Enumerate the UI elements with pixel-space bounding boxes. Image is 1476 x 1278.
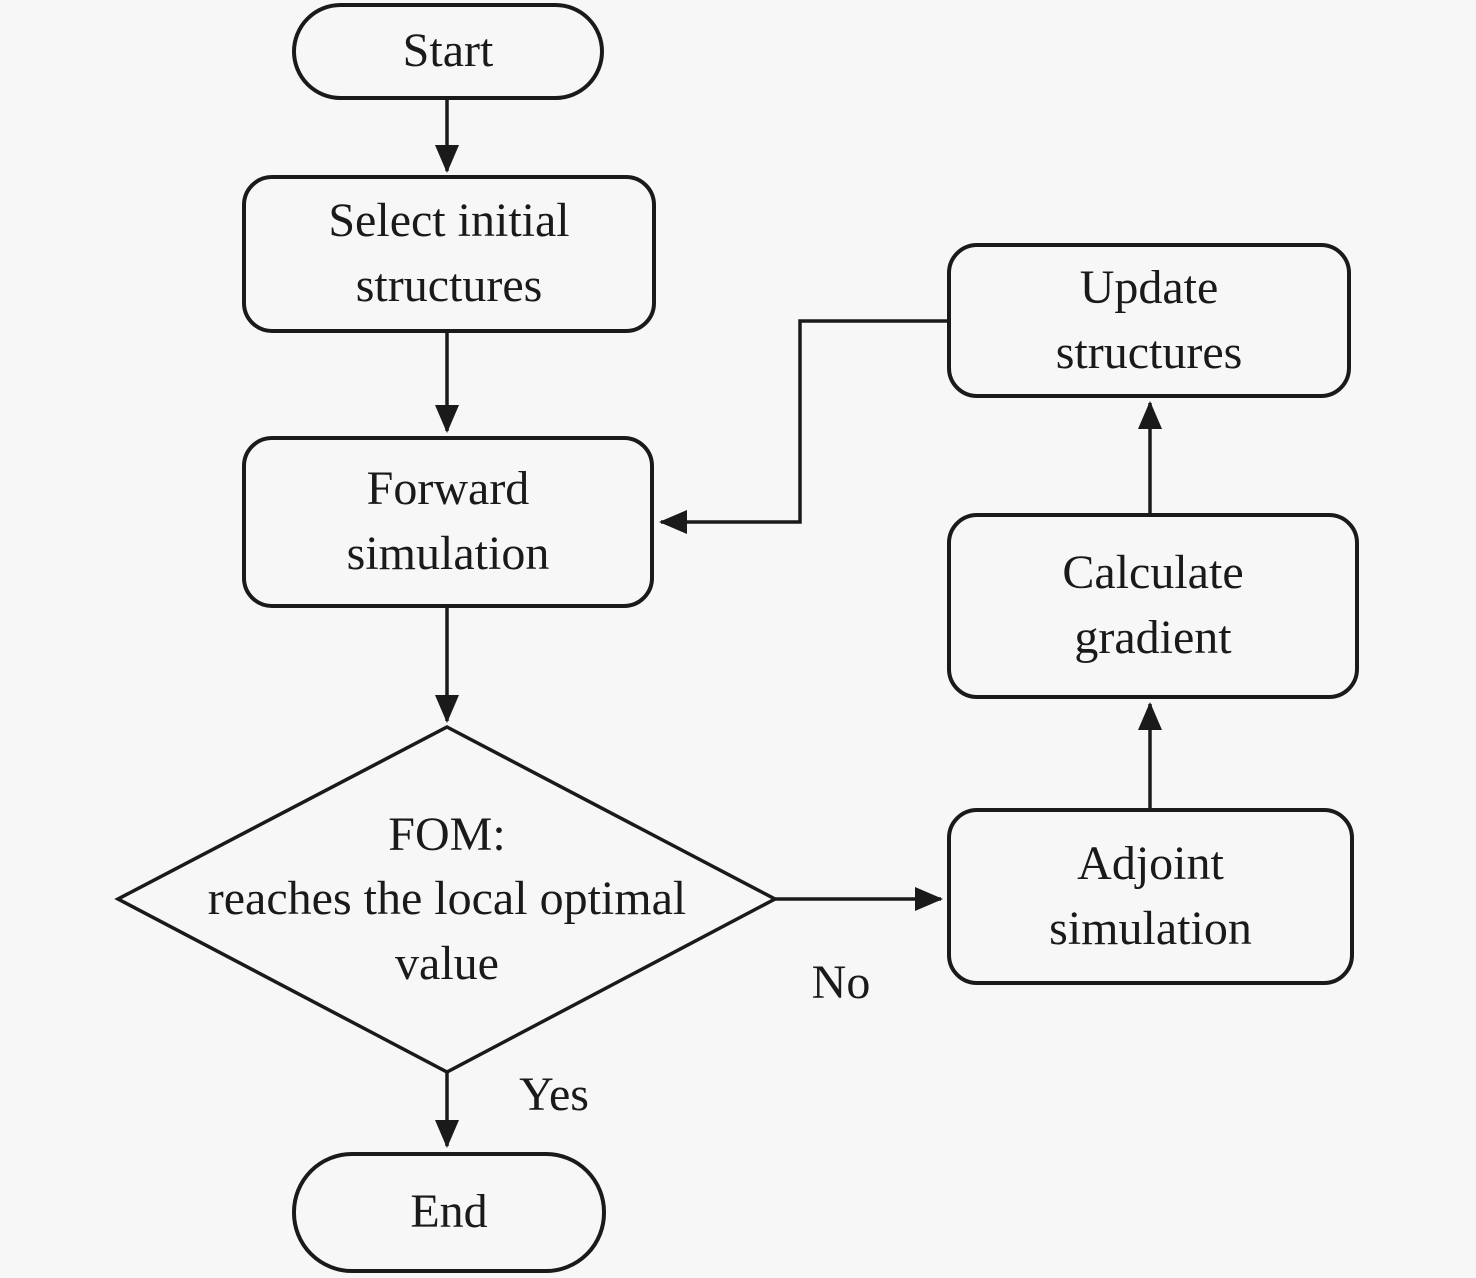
node-select-initial-structures: Select initial structures [242,175,656,333]
node-calculate-gradient: Calculate gradient [947,513,1359,699]
edge-label-yes: Yes [519,1068,589,1121]
node-fom-decision-label: FOM: reaches the local optimal value [207,808,687,990]
arrow-update-to-forward [659,319,947,534]
node-end: End [292,1152,606,1273]
edge-label-no: No [811,956,871,1009]
node-update-structures: Update structures [947,243,1351,398]
node-forward-simulation: Forward simulation [242,436,654,608]
node-adjoint-simulation: Adjoint simulation [947,808,1354,985]
node-start: Start [292,3,604,100]
